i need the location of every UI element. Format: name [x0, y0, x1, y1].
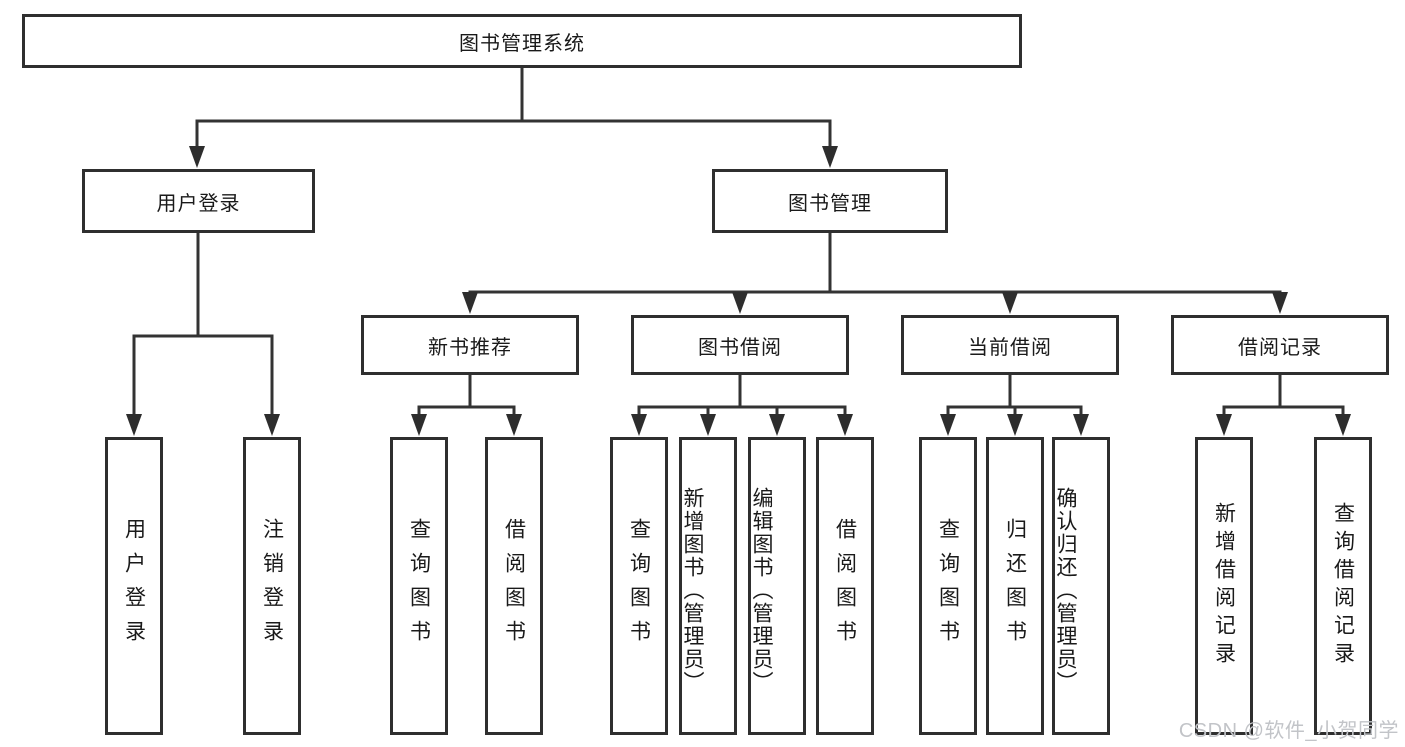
- leaf-borrow-books-recommend: 借阅图书: [485, 437, 543, 735]
- leaf-edit-books-admin: 编辑图书（管理员）: [748, 437, 806, 735]
- node-label: 借阅记录: [1238, 336, 1322, 359]
- leaf-query-books-current: 查询图书: [919, 437, 977, 735]
- node-label: 借阅图书: [833, 518, 857, 654]
- node-label: 用户登录: [156, 192, 241, 215]
- node-label: 图书管理: [788, 192, 872, 215]
- leaf-return-books: 归还图书: [986, 437, 1044, 735]
- node-label: 用户登录: [122, 518, 146, 654]
- node-label: 查询图书: [627, 518, 651, 654]
- node-root-library-system: 图书管理系统: [22, 14, 1022, 68]
- leaf-query-books-recommend: 查询图书: [390, 437, 448, 735]
- node-book-borrow: 图书借阅: [631, 315, 849, 375]
- leaf-borrow-books: 借阅图书: [816, 437, 874, 735]
- node-label: 归还图书: [1003, 518, 1027, 654]
- node-label: 确认归还（管理员）: [1054, 486, 1077, 694]
- leaf-user-login: 用户登录: [105, 437, 163, 735]
- node-book-management: 图书管理: [712, 169, 948, 233]
- arrowhead-icons: [126, 146, 1351, 436]
- node-label: 注销登录: [260, 518, 284, 654]
- leaf-logout: 注销登录: [243, 437, 301, 735]
- node-label: 新增借阅记录: [1212, 502, 1236, 670]
- node-label: 图书管理系统: [459, 32, 585, 55]
- node-new-book-recommend: 新书推荐: [361, 315, 579, 375]
- leaf-query-borrow-record: 查询借阅记录: [1314, 437, 1372, 735]
- leaf-add-books-admin: 新增图书（管理员）: [679, 437, 737, 735]
- node-label: 编辑图书（管理员）: [750, 486, 773, 694]
- node-current-borrow: 当前借阅: [901, 315, 1119, 375]
- leaf-confirm-return-admin: 确认归还（管理员）: [1052, 437, 1110, 735]
- node-borrow-records: 借阅记录: [1171, 315, 1389, 375]
- node-user-login: 用户登录: [82, 169, 315, 233]
- node-label: 查询图书: [936, 518, 960, 654]
- node-label: 新增图书（管理员）: [681, 486, 704, 694]
- csdn-watermark: CSDN @软件_小贺同学: [1178, 720, 1399, 742]
- node-label: 查询图书: [407, 518, 431, 654]
- node-label: 查询借阅记录: [1331, 502, 1355, 670]
- leaf-add-borrow-record: 新增借阅记录: [1195, 437, 1253, 735]
- node-label: 借阅图书: [502, 518, 526, 654]
- node-label: 图书借阅: [698, 336, 782, 359]
- leaf-query-books-borrow: 查询图书: [610, 437, 668, 735]
- node-label: 新书推荐: [428, 336, 512, 359]
- node-label: 当前借阅: [968, 336, 1052, 359]
